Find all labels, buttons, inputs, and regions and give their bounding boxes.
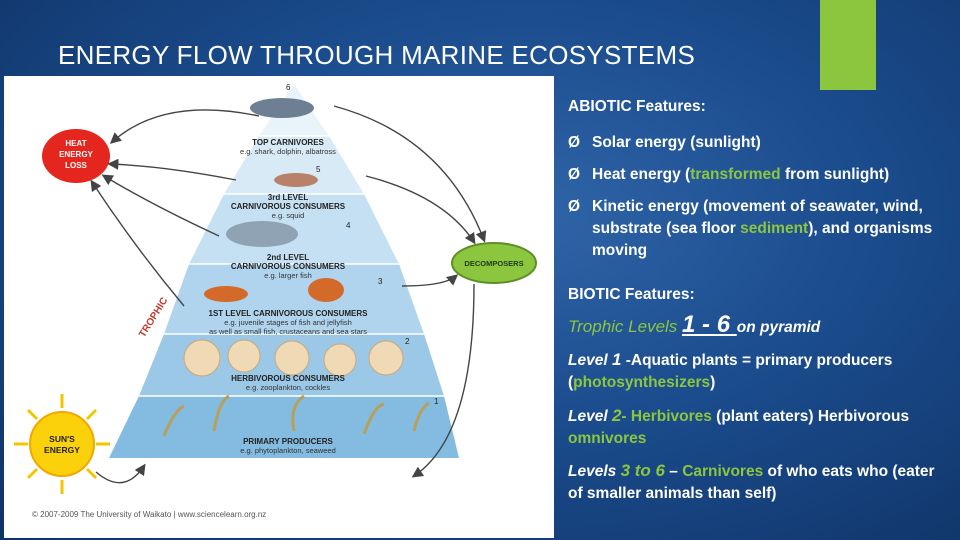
bullet-arrow-icon: Ø: [568, 166, 581, 183]
pyramid-level-5: [224, 136, 364, 194]
level-num-4: 4: [346, 221, 351, 230]
dolphin-icon: [250, 98, 314, 118]
text-fragment: Kinetic energy (movement of seawater, wi…: [592, 198, 923, 237]
highlight-word: omnivores: [568, 430, 647, 447]
decomposers-node: [451, 242, 537, 284]
trophic-levels-line: Trophic Levels 1 - 6 on pyramid: [568, 311, 948, 342]
crab-icon: [308, 278, 344, 302]
level5-example: e.g. squid: [272, 211, 305, 220]
abiotic-heading: ABIOTIC Features:: [568, 98, 706, 115]
heat-label-1: HEAT: [65, 139, 86, 148]
level-num-6: 6: [286, 83, 291, 92]
decomposers-label: DECOMPOSERS: [464, 259, 523, 268]
text-fragment: (plant eaters) Herbivorous: [711, 408, 910, 425]
text-fragment: 1 - 6: [682, 311, 737, 338]
pyramid-level-3: [164, 264, 424, 334]
accent-bar: [820, 0, 876, 90]
highlight-word: Herbivores: [630, 408, 712, 425]
level1-example: e.g. phytoplankton, seaweed: [240, 446, 336, 455]
abiotic-bullet-2: Ø Heat energy (transformed from sunlight…: [568, 164, 948, 186]
fish-icon: [226, 221, 298, 247]
text-fragment: -: [621, 408, 631, 425]
level2-example: e.g. zooplankton, cockles: [246, 383, 330, 392]
text-fragment: Level: [568, 408, 612, 425]
level-num-5: 5: [316, 165, 321, 174]
highlight-word: photosynthesizers: [573, 374, 711, 391]
highlight-word: transformed: [690, 166, 781, 183]
level4-example: e.g. larger fish: [264, 271, 312, 280]
level1-title: PRIMARY PRODUCERS: [243, 437, 333, 446]
text-fragment: 2: [611, 406, 622, 425]
level4-title-a: 2nd LEVEL: [267, 253, 309, 262]
text-fragment: Level: [568, 352, 612, 369]
text-fragment: Levels: [623, 317, 683, 336]
level2-title: HERBIVOROUS CONSUMERS: [231, 374, 345, 383]
crayfish-icon: [204, 286, 248, 302]
abiotic-bullet-1-text: Solar energy (sunlight): [592, 134, 761, 151]
sun-label-1: SUN'S: [49, 434, 75, 444]
text-fragment: ), and organisms moving: [592, 220, 933, 259]
cockle-shells-icon: [183, 339, 404, 377]
text-fragment: Trophic: [568, 317, 624, 336]
energy-pyramid-figure: TOP CARNIVORES 3rd LEVEL CARNIVOROUS CON…: [4, 76, 554, 538]
level-num-3: 3: [378, 277, 383, 286]
squid-icon: [274, 173, 318, 187]
heat-label-2: ENERGY: [59, 150, 93, 159]
text-fragment: of who eats who (eater of smaller animal…: [568, 463, 935, 502]
abiotic-bullet-2-text: Heat energy (transformed from sunlight): [592, 164, 942, 186]
heat-energy-loss-node: [42, 129, 110, 183]
level3-title: 1ST LEVEL CARNIVOROUS CONSUMERS: [209, 309, 369, 318]
biotic-heading: BIOTIC Features:: [568, 286, 695, 303]
abiotic-bullet-1: Ø Solar energy (sunlight): [568, 132, 948, 154]
sun-icon: [14, 394, 110, 494]
level3-example-a: e.g. juvenile stages of fish and jellyfi…: [224, 318, 352, 327]
level-num-1: 1: [434, 397, 439, 406]
level5-title-a: 3rd LEVEL: [268, 193, 309, 202]
level5-title-b: CARNIVOROUS CONSUMERS: [231, 202, 346, 211]
bullet-arrow-icon: Ø: [568, 134, 581, 151]
abiotic-bullet-3-text: Kinetic energy (movement of seawater, wi…: [592, 196, 942, 262]
text-fragment: on pyramid: [736, 319, 821, 336]
level4-title-b: CARNIVOROUS CONSUMERS: [231, 262, 346, 271]
text-fragment: -Aquatic plants = primary producers (: [568, 352, 893, 391]
copyright-text: © 2007-2009 The University of Waikato | …: [32, 510, 266, 519]
energy-flow-arrows: [90, 105, 487, 484]
sun-label-2: ENERGY: [44, 445, 80, 455]
level6-example: e.g. shark, dolphin, albatross: [240, 147, 336, 156]
level1-description: Level 1 -Aquatic plants = primary produc…: [568, 349, 952, 394]
text-fragment: –: [664, 463, 683, 480]
text-fragment: 3 to 6: [620, 461, 665, 480]
level6-title: TOP CARNIVORES: [252, 138, 324, 147]
pyramid-level-1: [109, 396, 459, 458]
text-fragment: Heat energy (: [592, 166, 691, 183]
bullet-arrow-icon: Ø: [568, 198, 581, 215]
seaweed-icon: [162, 394, 430, 437]
text-fragment: from sunlight): [780, 166, 890, 183]
heat-label-3: LOSS: [65, 161, 87, 170]
levels3to6-description: Levels 3 to 6 – Carnivores of who eats w…: [568, 460, 952, 505]
level3-example-b: as well as small fish, crustaceans and s…: [209, 327, 367, 336]
slide-title: ENERGY FLOW THROUGH MARINE ECOSYSTEMS: [58, 40, 696, 70]
text-fragment: 1: [611, 350, 622, 369]
text-fragment: ): [710, 374, 716, 391]
highlight-word: Carnivores: [682, 463, 764, 480]
abiotic-bullet-3: Ø Kinetic energy (movement of seawater, …: [568, 196, 948, 262]
level-num-2: 2: [405, 337, 410, 346]
highlight-word: sediment: [740, 220, 809, 237]
text-fragment: Levels: [568, 463, 621, 480]
level2-description: Level 2- Herbivores (plant eaters) Herbi…: [568, 405, 952, 450]
